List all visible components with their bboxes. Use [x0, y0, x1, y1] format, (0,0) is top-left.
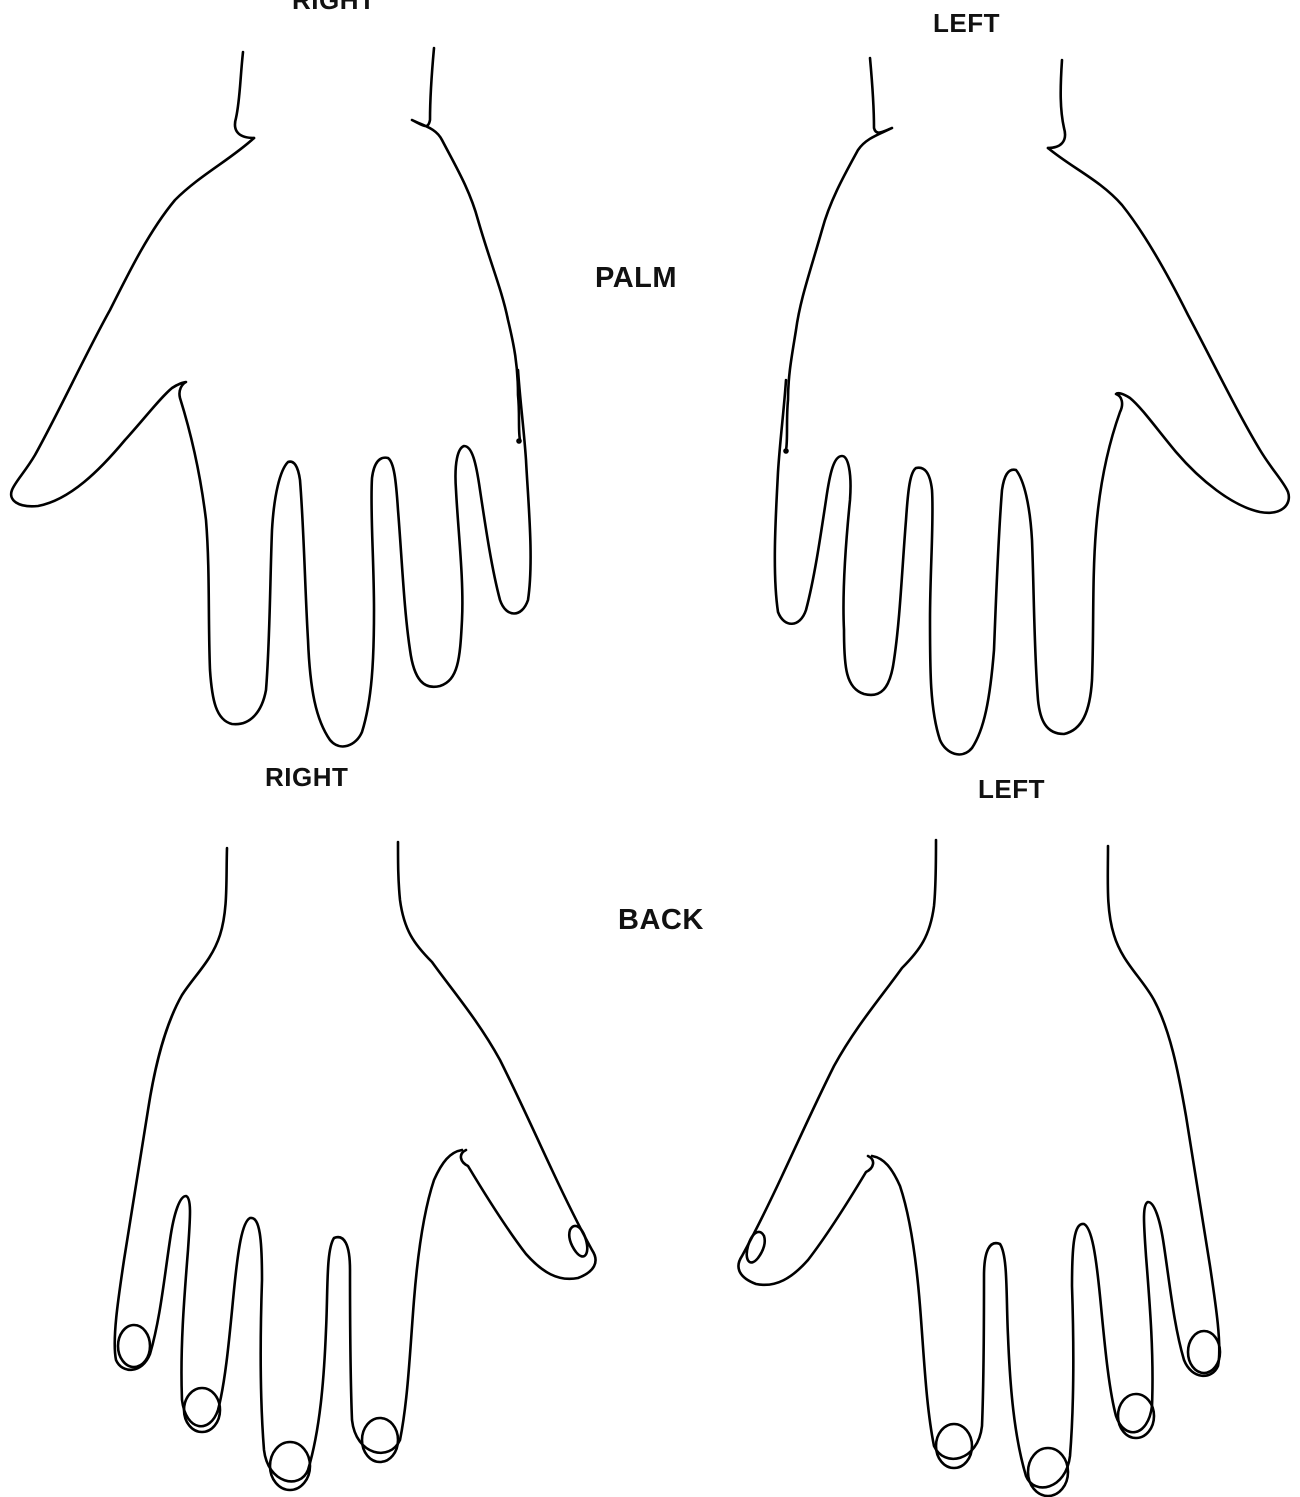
label-right-bottom: RIGHT — [265, 762, 348, 793]
back-left-nail-1 — [1188, 1331, 1220, 1373]
palm-right-wrist-left — [235, 52, 254, 138]
back-right-nail-4 — [362, 1418, 398, 1462]
palm-left-wrist-right — [1048, 60, 1065, 148]
back-left-hand — [738, 840, 1220, 1496]
palm-right-wrist-right — [412, 48, 520, 440]
back-right-hand — [115, 842, 596, 1490]
back-right-thumbnail — [569, 1226, 587, 1257]
palm-left-hand — [775, 58, 1289, 754]
label-left-top: LEFT — [933, 8, 1000, 39]
back-right-nail-3 — [270, 1442, 310, 1490]
back-left-nail-4 — [936, 1424, 972, 1468]
back-right-nail-1 — [118, 1325, 150, 1367]
palm-left-wrist-left — [786, 58, 892, 450]
label-back: BACK — [618, 904, 704, 937]
label-palm: PALM — [595, 262, 677, 295]
back-left-nail-3 — [1028, 1448, 1068, 1496]
label-left-bottom: LEFT — [978, 774, 1045, 805]
back-right-thumb — [398, 842, 596, 1279]
palm-right-mark — [518, 440, 521, 443]
palm-right-outline — [11, 138, 530, 746]
label-right-top: RIGHT — [292, 0, 375, 16]
back-left-thumbnail — [747, 1232, 765, 1263]
palm-right-hand — [11, 48, 530, 746]
palm-left-outline — [775, 148, 1289, 754]
back-right-outline — [115, 848, 462, 1481]
back-left-thumb — [738, 840, 936, 1285]
